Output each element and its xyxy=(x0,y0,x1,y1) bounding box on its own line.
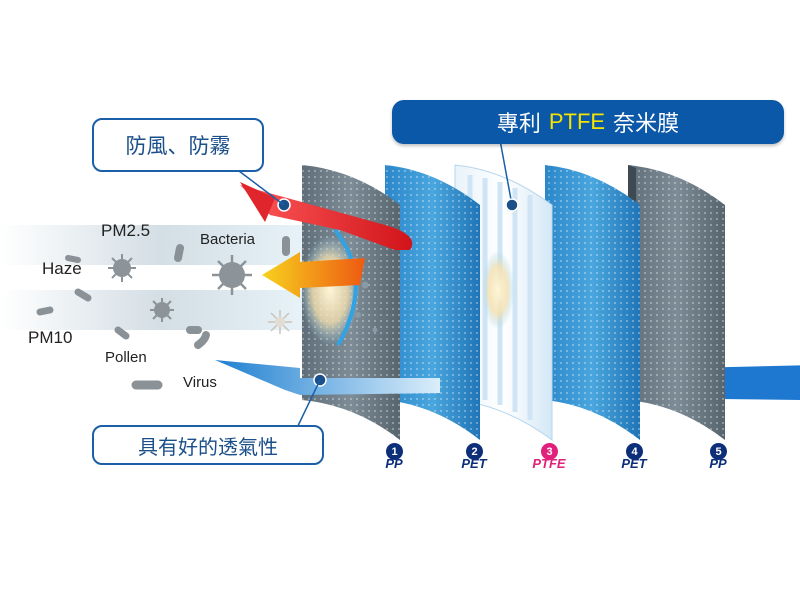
pm25-label: PM2.5 xyxy=(101,221,151,240)
layer-1-number: 1 xyxy=(386,443,403,460)
banner-prefix: 專利 xyxy=(496,112,541,137)
layer-2-material: PET xyxy=(461,456,487,471)
filter-arrow xyxy=(262,252,365,298)
virus-label: Virus xyxy=(183,374,217,391)
layer-4-pet xyxy=(545,165,640,440)
layer-3-material: PTFE xyxy=(532,456,566,471)
layer-1-material: PP xyxy=(385,456,403,471)
layer-2-number: 2 xyxy=(466,443,483,460)
patent-ptfe-banner: 專利 PTFE 奈米膜 xyxy=(392,100,784,144)
banner-suffix: 奈米膜 xyxy=(613,112,680,137)
pm10-label: PM10 xyxy=(28,328,73,347)
windproof-label: 防風、防霧 xyxy=(125,134,231,158)
banner-highlight: PTFE xyxy=(548,109,606,134)
pollen-particle-icon xyxy=(268,310,292,334)
breathable-label: 具有好的透氣性 xyxy=(138,434,278,459)
layer-3-number: 3 xyxy=(541,443,558,460)
layer-2-pet xyxy=(385,165,480,440)
bacteria-particle-icon xyxy=(36,236,290,390)
virus-particle-icon xyxy=(108,254,252,322)
callout-pointers xyxy=(234,139,519,433)
windproof-callout: 防風、防霧 xyxy=(92,118,264,172)
layer-5-pp xyxy=(628,165,725,440)
bacteria-label: Bacteria xyxy=(200,231,256,248)
layer-5-material: PP xyxy=(709,456,727,471)
pollen-label: Pollen xyxy=(105,349,147,366)
layer-4-number: 4 xyxy=(626,443,643,460)
layer-4-material: PET xyxy=(621,456,647,471)
haze-label: Haze xyxy=(42,259,82,278)
breathable-callout: 具有好的透氣性 xyxy=(92,425,324,465)
layer-5-number: 5 xyxy=(710,443,727,460)
